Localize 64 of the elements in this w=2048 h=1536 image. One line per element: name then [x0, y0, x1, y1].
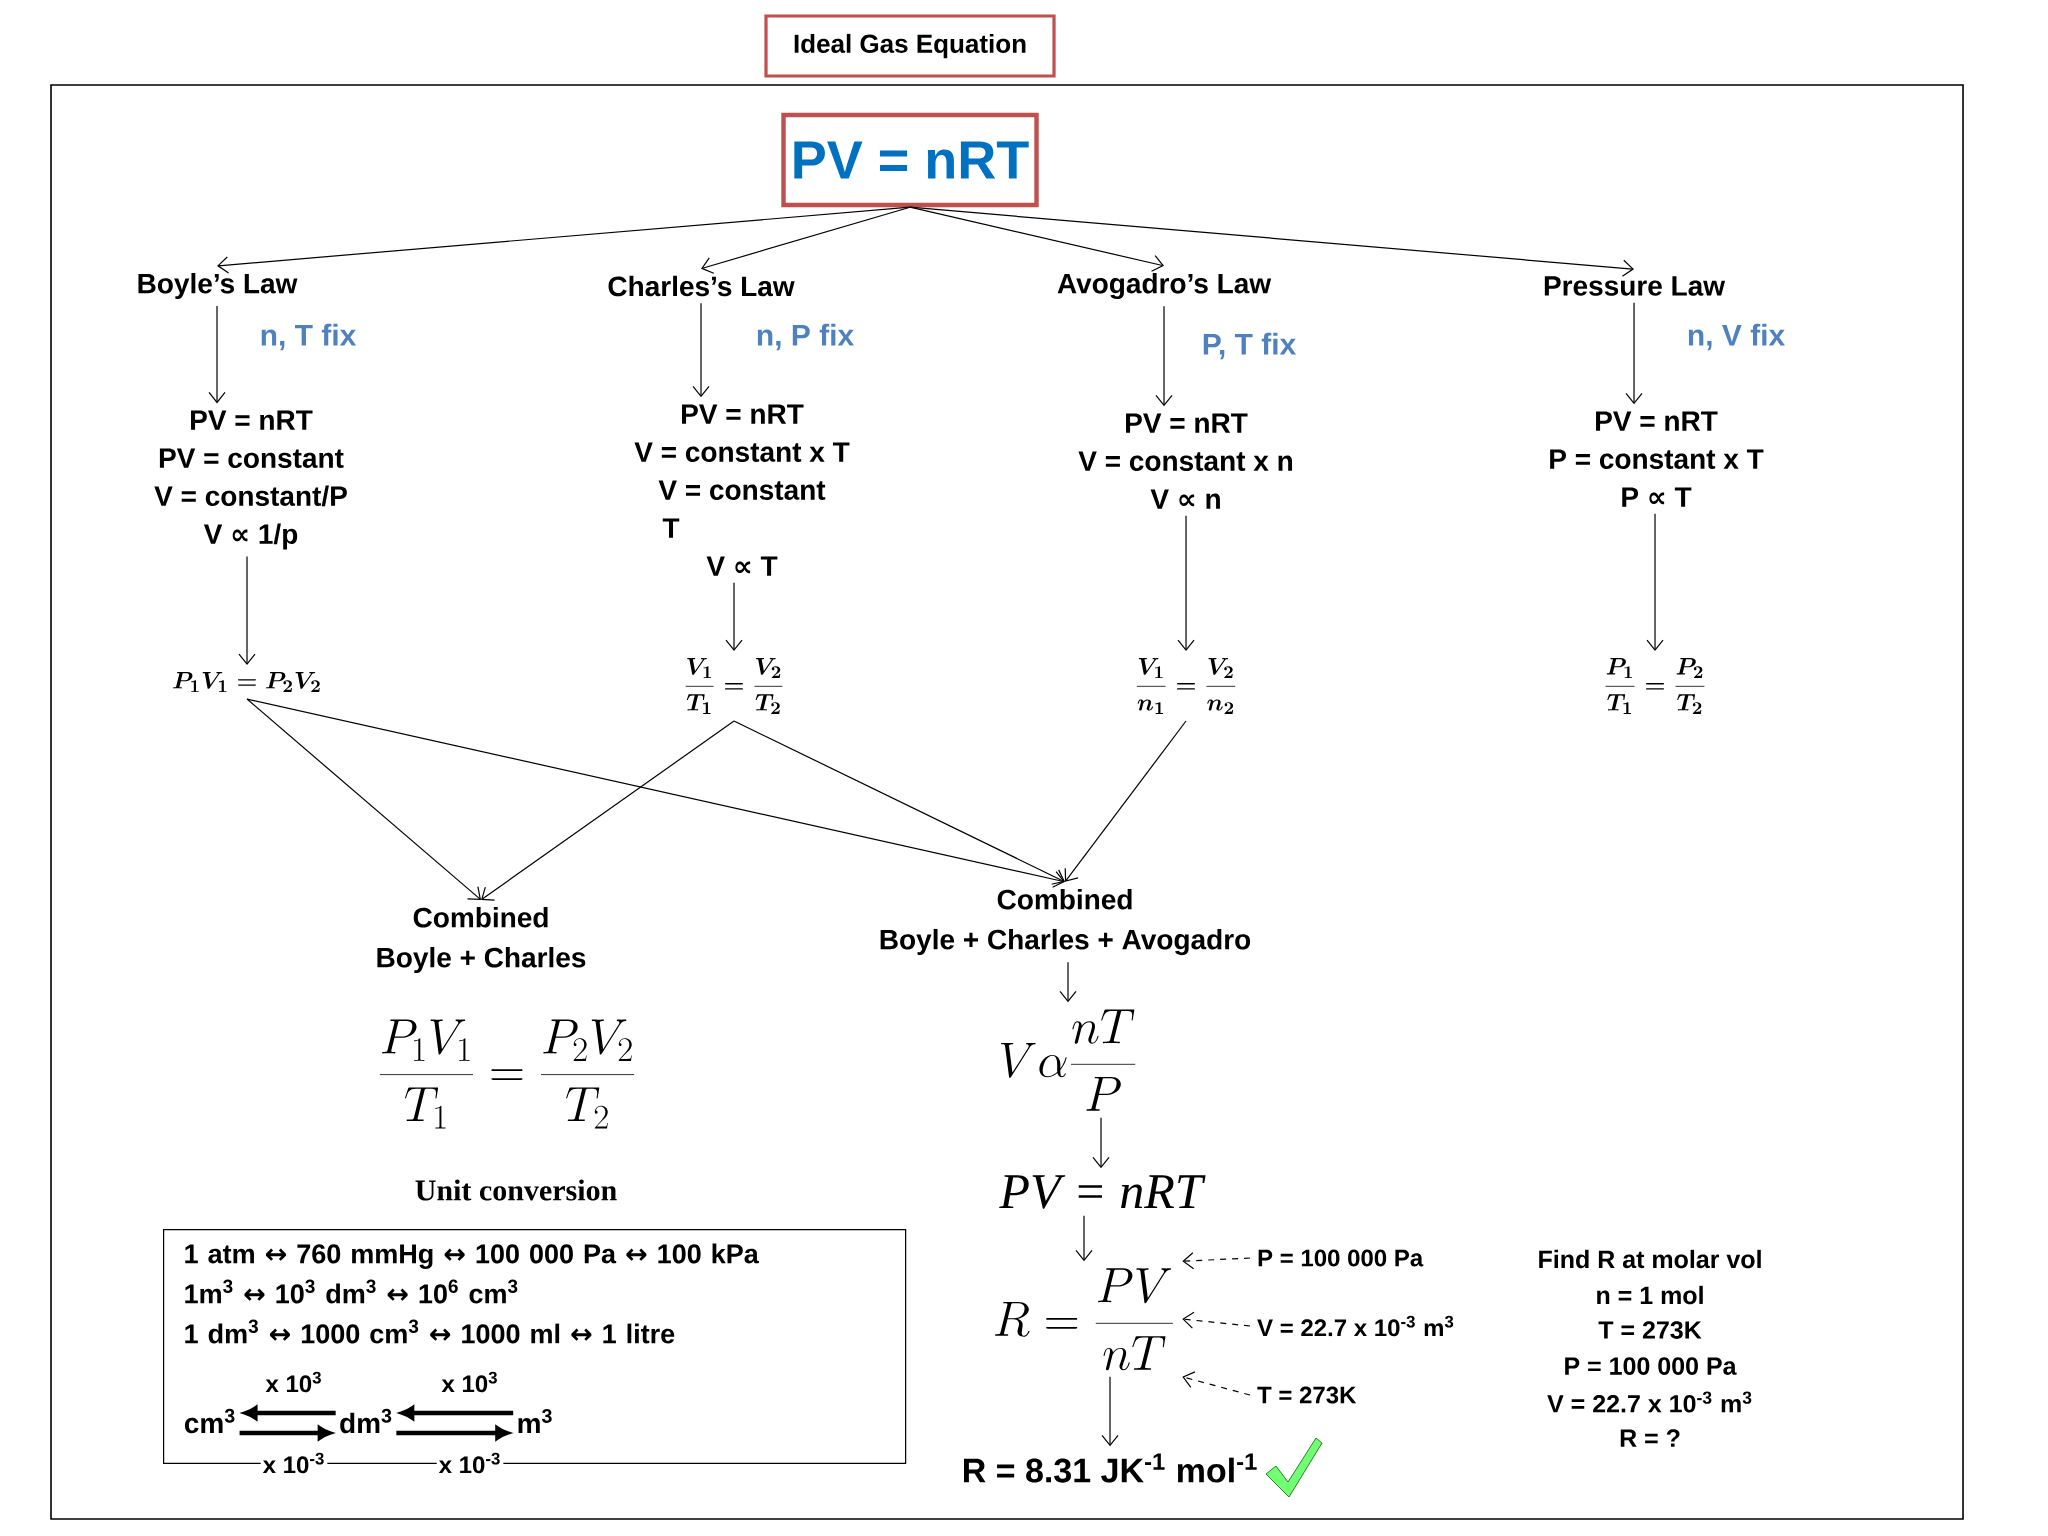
arrow [238, 556, 256, 665]
arrow [1075, 1215, 1093, 1262]
leader-line [1182, 1371, 1251, 1396]
formula: $\frac{P_1V_1}{T_1} = \frac{P_2V_2}{T_2}$ [379, 1019, 635, 1129]
equation-list: PV = nRT V = constant x n V ∝ n [1078, 413, 1293, 509]
law-heading: Charles’s Law [608, 275, 795, 297]
formula: $V\alpha\frac{nT}{P}$ [1001, 1009, 1136, 1111]
edge-label: x 10$^{-3}$ [260, 1450, 328, 1476]
arrow [1101, 1376, 1119, 1447]
formula: PV = nRT [999, 1175, 1206, 1209]
law-heading: Pressure Law [1544, 276, 1726, 296]
arrow [1177, 515, 1195, 651]
edge-label: n, P fix [753, 321, 857, 353]
arrow [1059, 961, 1077, 1003]
unit-text: cm$^{3}$ [184, 1408, 235, 1434]
law-heading: Avogadro’s Law [1057, 272, 1272, 300]
arrow [701, 206, 911, 274]
value-text: V = 22.7 x 10$^{-3}$ m$^{3}$ [1257, 1315, 1454, 1337]
arrow [208, 305, 226, 404]
formula: $\frac{P_1}{T_1} = \frac{P_2}{T_2}$ [1605, 658, 1705, 714]
arrow [1092, 1117, 1110, 1169]
leader-line [1182, 1311, 1251, 1329]
note-text: R = ? [1620, 1429, 1680, 1447]
arrow [1625, 302, 1643, 405]
equation-box: PV = nRT [781, 112, 1039, 208]
note-text: Find R at molar vol [1539, 1249, 1761, 1269]
edge-label: n, T fix [257, 321, 359, 353]
arrow [1155, 305, 1173, 407]
note-text: T = 273K [1598, 1321, 1702, 1339]
edge-label: x 10$^{3}$ [439, 1369, 501, 1395]
equation-list: PV = nRT P = constant x T P ∝ T [1550, 411, 1764, 507]
note-text: V = 22.7 x 10$^{-3}$ m$^{3}$ [1547, 1391, 1752, 1413]
arrow [481, 720, 735, 901]
arrow [733, 720, 1066, 885]
combined-heading: Combined Boyle + Charles [377, 906, 586, 974]
unit-text: m$^{3}$ [518, 1408, 552, 1434]
formula: $\frac{V_1}{T_1} = \frac{V_2}{T_2}$ [685, 658, 783, 714]
formula: $P_1V_1 = P_2V_2$ [173, 672, 320, 692]
arrow [909, 206, 1635, 277]
note-text: n = 1 mol [1597, 1285, 1703, 1305]
arrow [725, 582, 743, 651]
law-heading: Boyle’s Law [138, 272, 298, 300]
edge-label: x 10$^{3}$ [263, 1369, 325, 1395]
combined-heading: Combined Boyle + Charles + Avogadro [880, 888, 1251, 956]
arrow [246, 698, 1065, 888]
edge-label: P, T fix [1199, 330, 1299, 362]
arrow [692, 302, 710, 398]
result-text: R = 8.31 JK$^{-1}$ mol$^{-1}$ [964, 1453, 1257, 1483]
arrow [1064, 720, 1187, 882]
arrow [1646, 513, 1664, 651]
equation-list: PV = nRT V = constant x T V = constant T V ∝ T [634, 404, 850, 576]
edge-label: n, V fix [1684, 321, 1788, 353]
value-text: T = 273K [1257, 1386, 1357, 1404]
title-box: Ideal Gas Equation [764, 14, 1056, 78]
edge-label: x 10$^{-3}$ [436, 1450, 504, 1476]
note-text: P = 100 000 Pa [1565, 1357, 1737, 1375]
leader-line [1182, 1252, 1251, 1270]
equation-list: PV = nRT PV = constant V = constant/P V ∝ 1/p [154, 410, 347, 550]
formula: $R = \frac{PV}{nT}$ [995, 1268, 1173, 1371]
arrow [246, 698, 481, 900]
unit-text: dm$^{3}$ [340, 1408, 392, 1434]
value-text: P = 100 000 Pa [1258, 1249, 1424, 1267]
formula: $\frac{V_1}{n_1} = \frac{V_2}{n_2}$ [1136, 658, 1236, 714]
heading: Unit conversion [415, 1179, 617, 1201]
